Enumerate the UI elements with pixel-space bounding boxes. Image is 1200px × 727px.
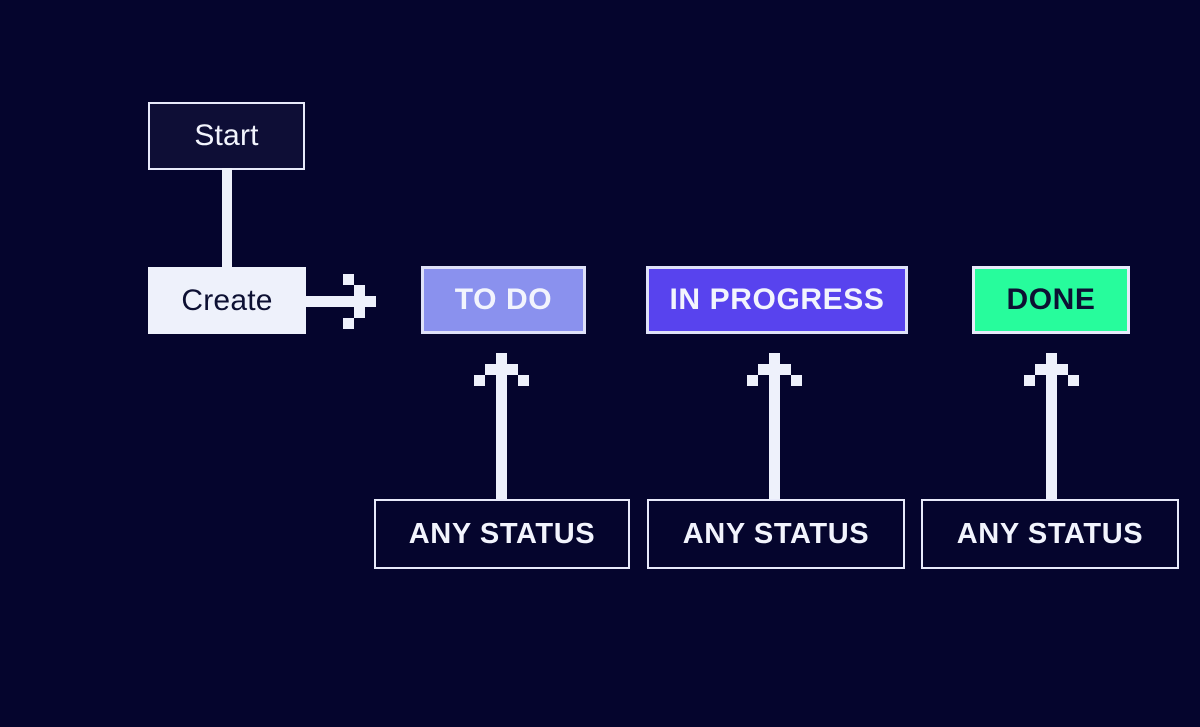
pixel-arrow-up-icon — [1024, 353, 1079, 499]
status-node-in-progress: IN PROGRESS — [646, 266, 908, 334]
arrow-head-block — [1035, 364, 1068, 375]
status-node-done: DONE — [972, 266, 1130, 334]
arrow-shaft — [1046, 353, 1057, 499]
status-node-todo-label: TO DO — [454, 283, 553, 316]
arrow-head-block — [354, 285, 365, 318]
pixel-arrow-up-icon — [474, 353, 529, 499]
create-node-label: Create — [181, 283, 273, 317]
arrow-head-pixel — [474, 375, 485, 386]
start-create-connector — [222, 168, 232, 268]
arrow-head-pixel — [791, 375, 802, 386]
arrow-shaft — [496, 353, 507, 499]
pixel-arrow-up-icon — [747, 353, 802, 499]
status-node-todo: TO DO — [421, 266, 586, 334]
arrow-shaft — [306, 296, 376, 307]
arrow-head-block — [485, 364, 518, 375]
any-status-node-1: ANY STATUS — [374, 499, 630, 569]
arrow-head-block — [758, 364, 791, 375]
start-node-label: Start — [194, 119, 259, 152]
pixel-arrow-right-icon — [306, 274, 376, 329]
any-status-node-3-label: ANY STATUS — [956, 517, 1144, 550]
any-status-node-3: ANY STATUS — [921, 499, 1179, 569]
arrow-head-pixel — [747, 375, 758, 386]
arrow-head-pixel — [1068, 375, 1079, 386]
create-node: Create — [148, 267, 306, 334]
arrow-head-pixel — [343, 274, 354, 285]
arrow-head-pixel — [1024, 375, 1035, 386]
any-status-node-1-label: ANY STATUS — [408, 517, 596, 550]
arrow-head-pixel — [343, 318, 354, 329]
status-node-in-progress-label: IN PROGRESS — [669, 283, 885, 316]
status-node-done-label: DONE — [1006, 283, 1096, 316]
any-status-node-2: ANY STATUS — [647, 499, 905, 569]
start-node: Start — [148, 102, 305, 170]
arrow-shaft — [769, 353, 780, 499]
any-status-node-2-label: ANY STATUS — [682, 517, 870, 550]
arrow-head-pixel — [518, 375, 529, 386]
